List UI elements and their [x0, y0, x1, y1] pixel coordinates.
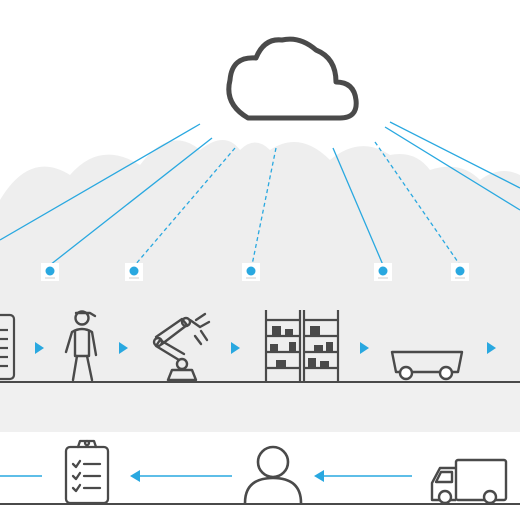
flow-arrow-left-icon [314, 470, 412, 482]
flow-arrow-right-icon [35, 342, 44, 354]
iot-sensor-icon [125, 263, 143, 281]
robot-arm-icon [152, 312, 211, 382]
warehouse-shelves-icon [264, 310, 340, 381]
flow-arrow-right-icon [119, 342, 128, 354]
top-band [0, 240, 520, 382]
clipboard-checklist-icon [64, 439, 110, 505]
connection-line-sensor-2 [134, 147, 236, 266]
delivery-truck-icon [430, 458, 508, 505]
flow-arrow-right-icon [487, 342, 496, 354]
connection-line-offscreen-right-1 [384, 126, 520, 211]
iot-sensor-icon [41, 263, 59, 281]
flow-arrow-right-icon [231, 342, 240, 354]
worker-with-cap-icon [64, 310, 98, 382]
person-icon [243, 445, 303, 504]
cloud-icon [226, 36, 359, 121]
top-flow-arrows [35, 342, 496, 354]
sensor-row [41, 263, 469, 281]
connection-line-sensor-5 [374, 141, 461, 266]
connection-line-offscreen-right-2 [389, 121, 520, 189]
document-list-icon [0, 313, 16, 381]
iot-sensor-icon [374, 263, 392, 281]
iot-sensor-icon [242, 263, 260, 281]
cart-trailer-icon [390, 350, 464, 381]
iot-sensor-icon [451, 263, 469, 281]
bottom-flow-arrows [0, 470, 412, 482]
connection-line-sensor-4 [332, 147, 384, 266]
connection-line-offscreen-left [0, 123, 201, 241]
cloud-connections [0, 121, 520, 266]
lower-band [0, 382, 520, 432]
flow-arrow-right-icon [360, 342, 369, 354]
connection-line-sensor-3 [251, 147, 277, 266]
connection-line-sensor-1 [49, 137, 213, 266]
flow-arrow-left-icon [130, 470, 232, 482]
